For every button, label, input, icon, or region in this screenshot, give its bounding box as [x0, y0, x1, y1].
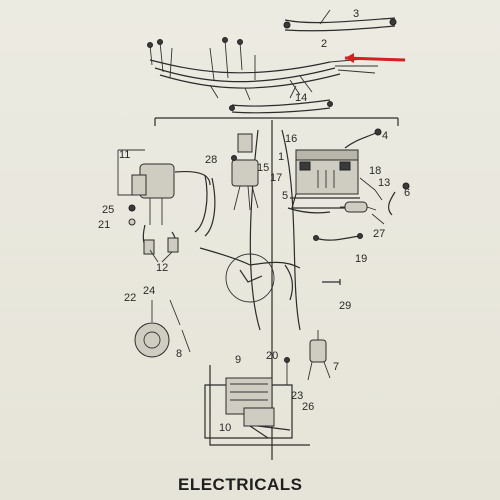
part-9-fuse-box [204, 377, 293, 439]
part-5-lead [287, 207, 331, 214]
label-16: 16 [285, 133, 297, 145]
part-15-regulator [231, 133, 259, 211]
part-12-plug-caps [142, 174, 216, 263]
label-7: 7 [333, 361, 339, 373]
label-23: 23 [291, 390, 303, 402]
part-4-lead [344, 131, 379, 149]
label-5: 5 [282, 190, 288, 202]
part-11-ignition-coil [117, 149, 211, 225]
label-9: 9 [235, 354, 241, 366]
part-13-fuse [340, 177, 383, 213]
label-8: 8 [176, 348, 182, 360]
label-28: 28 [205, 154, 217, 166]
label-20: 20 [266, 350, 278, 362]
label-12: 12 [156, 262, 168, 274]
label-19: 19 [355, 253, 367, 265]
label-25: 25 [102, 204, 114, 216]
part-29-bolt [322, 279, 341, 285]
label-27: 27 [373, 228, 385, 240]
label-26: 26 [302, 401, 314, 413]
label-14: 14 [295, 92, 307, 104]
part-3-harness [283, 9, 397, 32]
label-3: 3 [353, 8, 359, 20]
part-7-switch [307, 330, 331, 381]
label-2: 2 [321, 38, 327, 50]
part-2-main-harness [147, 37, 378, 101]
label-11: 11 [119, 149, 130, 161]
label-29: 29 [339, 300, 351, 312]
label-6: 6 [404, 187, 410, 199]
part-19-lead [315, 235, 361, 241]
label-10: 10 [219, 422, 231, 434]
label-4: 4 [382, 130, 388, 142]
red-arrow-icon [344, 56, 406, 62]
label-17: 17 [270, 172, 282, 184]
label-15: 15 [257, 162, 269, 174]
part-8-horn [134, 299, 191, 358]
part-14-harness [229, 85, 333, 114]
label-21: 21 [98, 219, 110, 231]
part-6-lead [387, 182, 410, 216]
label-13: 13 [378, 177, 390, 189]
diagram-title: ELECTRICALS [178, 475, 303, 494]
label-1: 1 [278, 151, 284, 163]
central-junction [199, 247, 301, 303]
label-22: 22 [124, 292, 136, 304]
label-24: 24 [143, 285, 155, 297]
label-18: 18 [369, 165, 381, 177]
part-1-battery [290, 149, 360, 209]
